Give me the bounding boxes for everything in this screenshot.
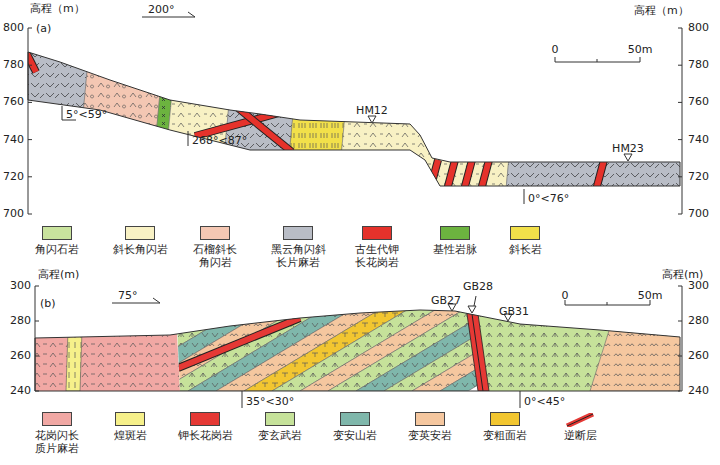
section-label: 300 [688,279,709,292]
legend-text: 煌斑岩 [105,429,155,442]
section-label: 740 [3,133,24,146]
legend-item: 变粗面岩 [475,412,535,456]
legend-swatch [490,412,520,426]
legend-item: 基性岩脉 [425,226,485,270]
section-label: 高程(m) [38,268,79,281]
legend-item: 钾长花岗岩 [173,412,237,456]
legend-text: 变安山岩 [325,429,385,442]
section-label: GB28 [463,280,493,293]
legend-text: 花岗闪长质片麻岩 [32,429,82,455]
legend-swatch [283,226,313,240]
legend-text: 黑云角闪斜长片麻岩 [268,243,328,269]
section-label: 240 [10,384,31,397]
legend-swatch [510,226,540,240]
section-label: 0°<76° [528,192,569,205]
section-label: GB31 [499,305,529,318]
section-b [0,277,700,391]
section-label: 0 [552,43,559,56]
section-label: 高程（m） [634,4,689,17]
section-label: 50m [628,43,653,56]
legend-text: 角闪石岩 [27,243,87,256]
legend-swatch [440,226,470,240]
legend-item: 斜长角闪岩 [108,226,172,270]
legend-swatch [200,226,230,240]
section-label: 75° [118,289,138,302]
section-label: 0°<45° [524,395,565,408]
legend-item: 花岗闪长质片麻岩 [32,412,82,456]
section-label: 720 [688,170,709,183]
section-label: 35°<30° [246,395,294,408]
section-label: 240 [688,384,709,397]
section-label: 700 [3,207,24,220]
section-label: 268°<87° [192,134,247,147]
section-label: 700 [688,207,709,220]
legend-item: 变玄武岩 [250,412,310,456]
legend-text: 古生代钾长花岗岩 [351,243,403,269]
legend-item: 变安山岩 [325,412,385,456]
legend-item: 石榴斜长角闪岩 [190,226,240,270]
legend-text: 变英安岩 [400,429,460,442]
legend-swatch [340,412,370,426]
section-label: 760 [688,95,709,108]
section-label: 5°<59° [66,108,107,121]
section-label: 800 [3,21,24,34]
section-label: 800 [688,21,709,34]
section-label: (b) [40,297,56,310]
section-label: HM12 [356,104,388,117]
legend-text: 斜长岩 [500,243,550,256]
section-label: 760 [3,95,24,108]
legend-item: 斜长岩 [500,226,550,270]
section-label: GB27 [431,294,461,307]
legend-item: 煌斑岩 [105,412,155,456]
section-label: 780 [3,58,24,71]
fault-symbol [565,412,595,426]
section-label: 50m [638,289,663,302]
legend-text: 逆断层 [550,429,610,442]
legend-swatch [42,226,72,240]
legend-text: 钾长花岗岩 [173,429,237,442]
legend-text: 变玄武岩 [250,429,310,442]
legend-swatch [415,412,445,426]
section-label: 260 [10,349,31,362]
section-label: 0 [562,289,569,302]
legend-swatch [125,226,155,240]
section-label: 280 [10,314,31,327]
section-label: 280 [688,314,709,327]
legend-item: 变英安岩 [400,412,460,456]
legend-text: 石榴斜长角闪岩 [190,243,240,269]
section-label: HM23 [612,142,644,155]
section-label: 200° [148,3,175,16]
section-label: 260 [688,349,709,362]
legend-swatch [362,226,392,240]
section-label: 780 [688,58,709,71]
legend-text: 斜长角闪岩 [108,243,172,256]
legend-text: 基性岩脉 [425,243,485,256]
legend-swatch [42,412,72,426]
section-a [0,40,700,200]
legend-item: 角闪石岩 [27,226,87,270]
section-label: (a) [36,22,51,35]
section-label: 740 [688,133,709,146]
legend-swatch [190,412,220,426]
legend-item: 古生代钾长花岗岩 [351,226,403,270]
legend-item: 逆断层 [550,412,610,456]
section-label: 720 [3,170,24,183]
legend-text: 变粗面岩 [475,429,535,442]
section-label: 300 [10,279,31,292]
legend-swatch [265,412,295,426]
section-label: 高程（m） [30,2,85,15]
legend-swatch [115,412,145,426]
legend-item: 黑云角闪斜长片麻岩 [268,226,328,270]
